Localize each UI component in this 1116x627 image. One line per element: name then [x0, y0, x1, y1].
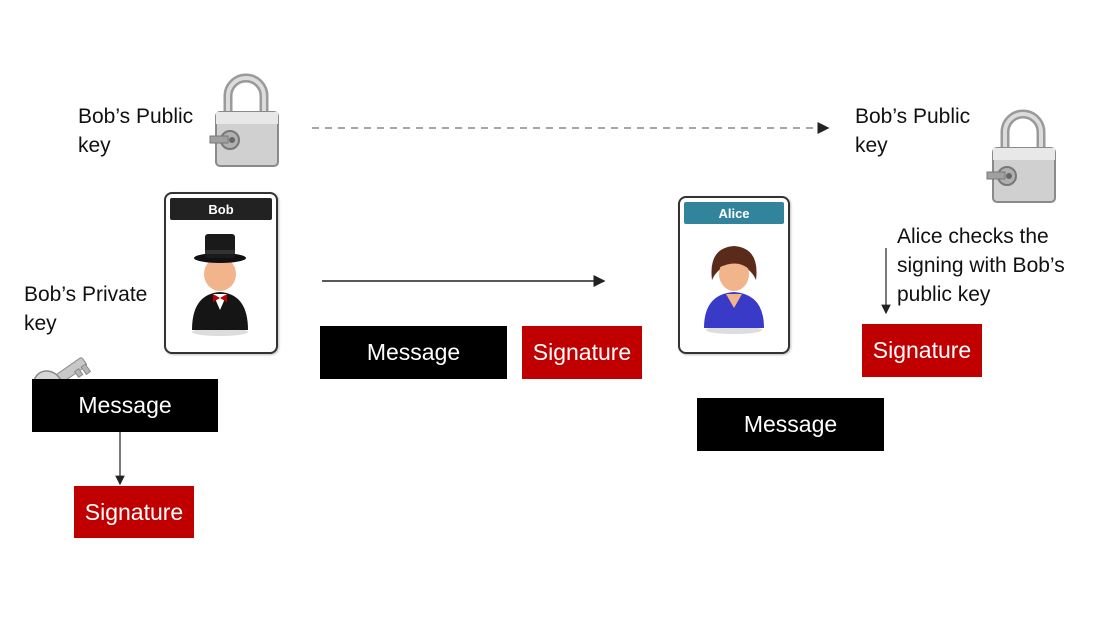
padlock-icon [209, 73, 279, 167]
transit-signature-box: Signature [522, 326, 642, 379]
woman-avatar-icon [704, 246, 764, 334]
alice-message-box: Message [697, 398, 884, 451]
padlock-icon [986, 109, 1056, 203]
alice-card-name: Alice [684, 202, 784, 224]
bob-public-key-label-left: Bob’s Public key [78, 105, 194, 157]
alice-checks-label: Alice checks the signing with Bob’s publ… [897, 225, 1065, 306]
bob-signature-box: Signature [74, 486, 194, 538]
transit-message-box: Message [320, 326, 507, 379]
bob-private-key-label: Bob’s Private key [24, 283, 148, 335]
bob-public-key-label-right: Bob’s Public key [855, 105, 971, 157]
bob-card: Bob [164, 192, 278, 354]
alice-signature-box: Signature [862, 324, 982, 377]
alice-card: Alice [678, 196, 790, 354]
bob-message-box: Message [32, 379, 218, 432]
bob-card-name: Bob [170, 198, 272, 220]
top-hat-man-avatar-icon [192, 234, 248, 336]
